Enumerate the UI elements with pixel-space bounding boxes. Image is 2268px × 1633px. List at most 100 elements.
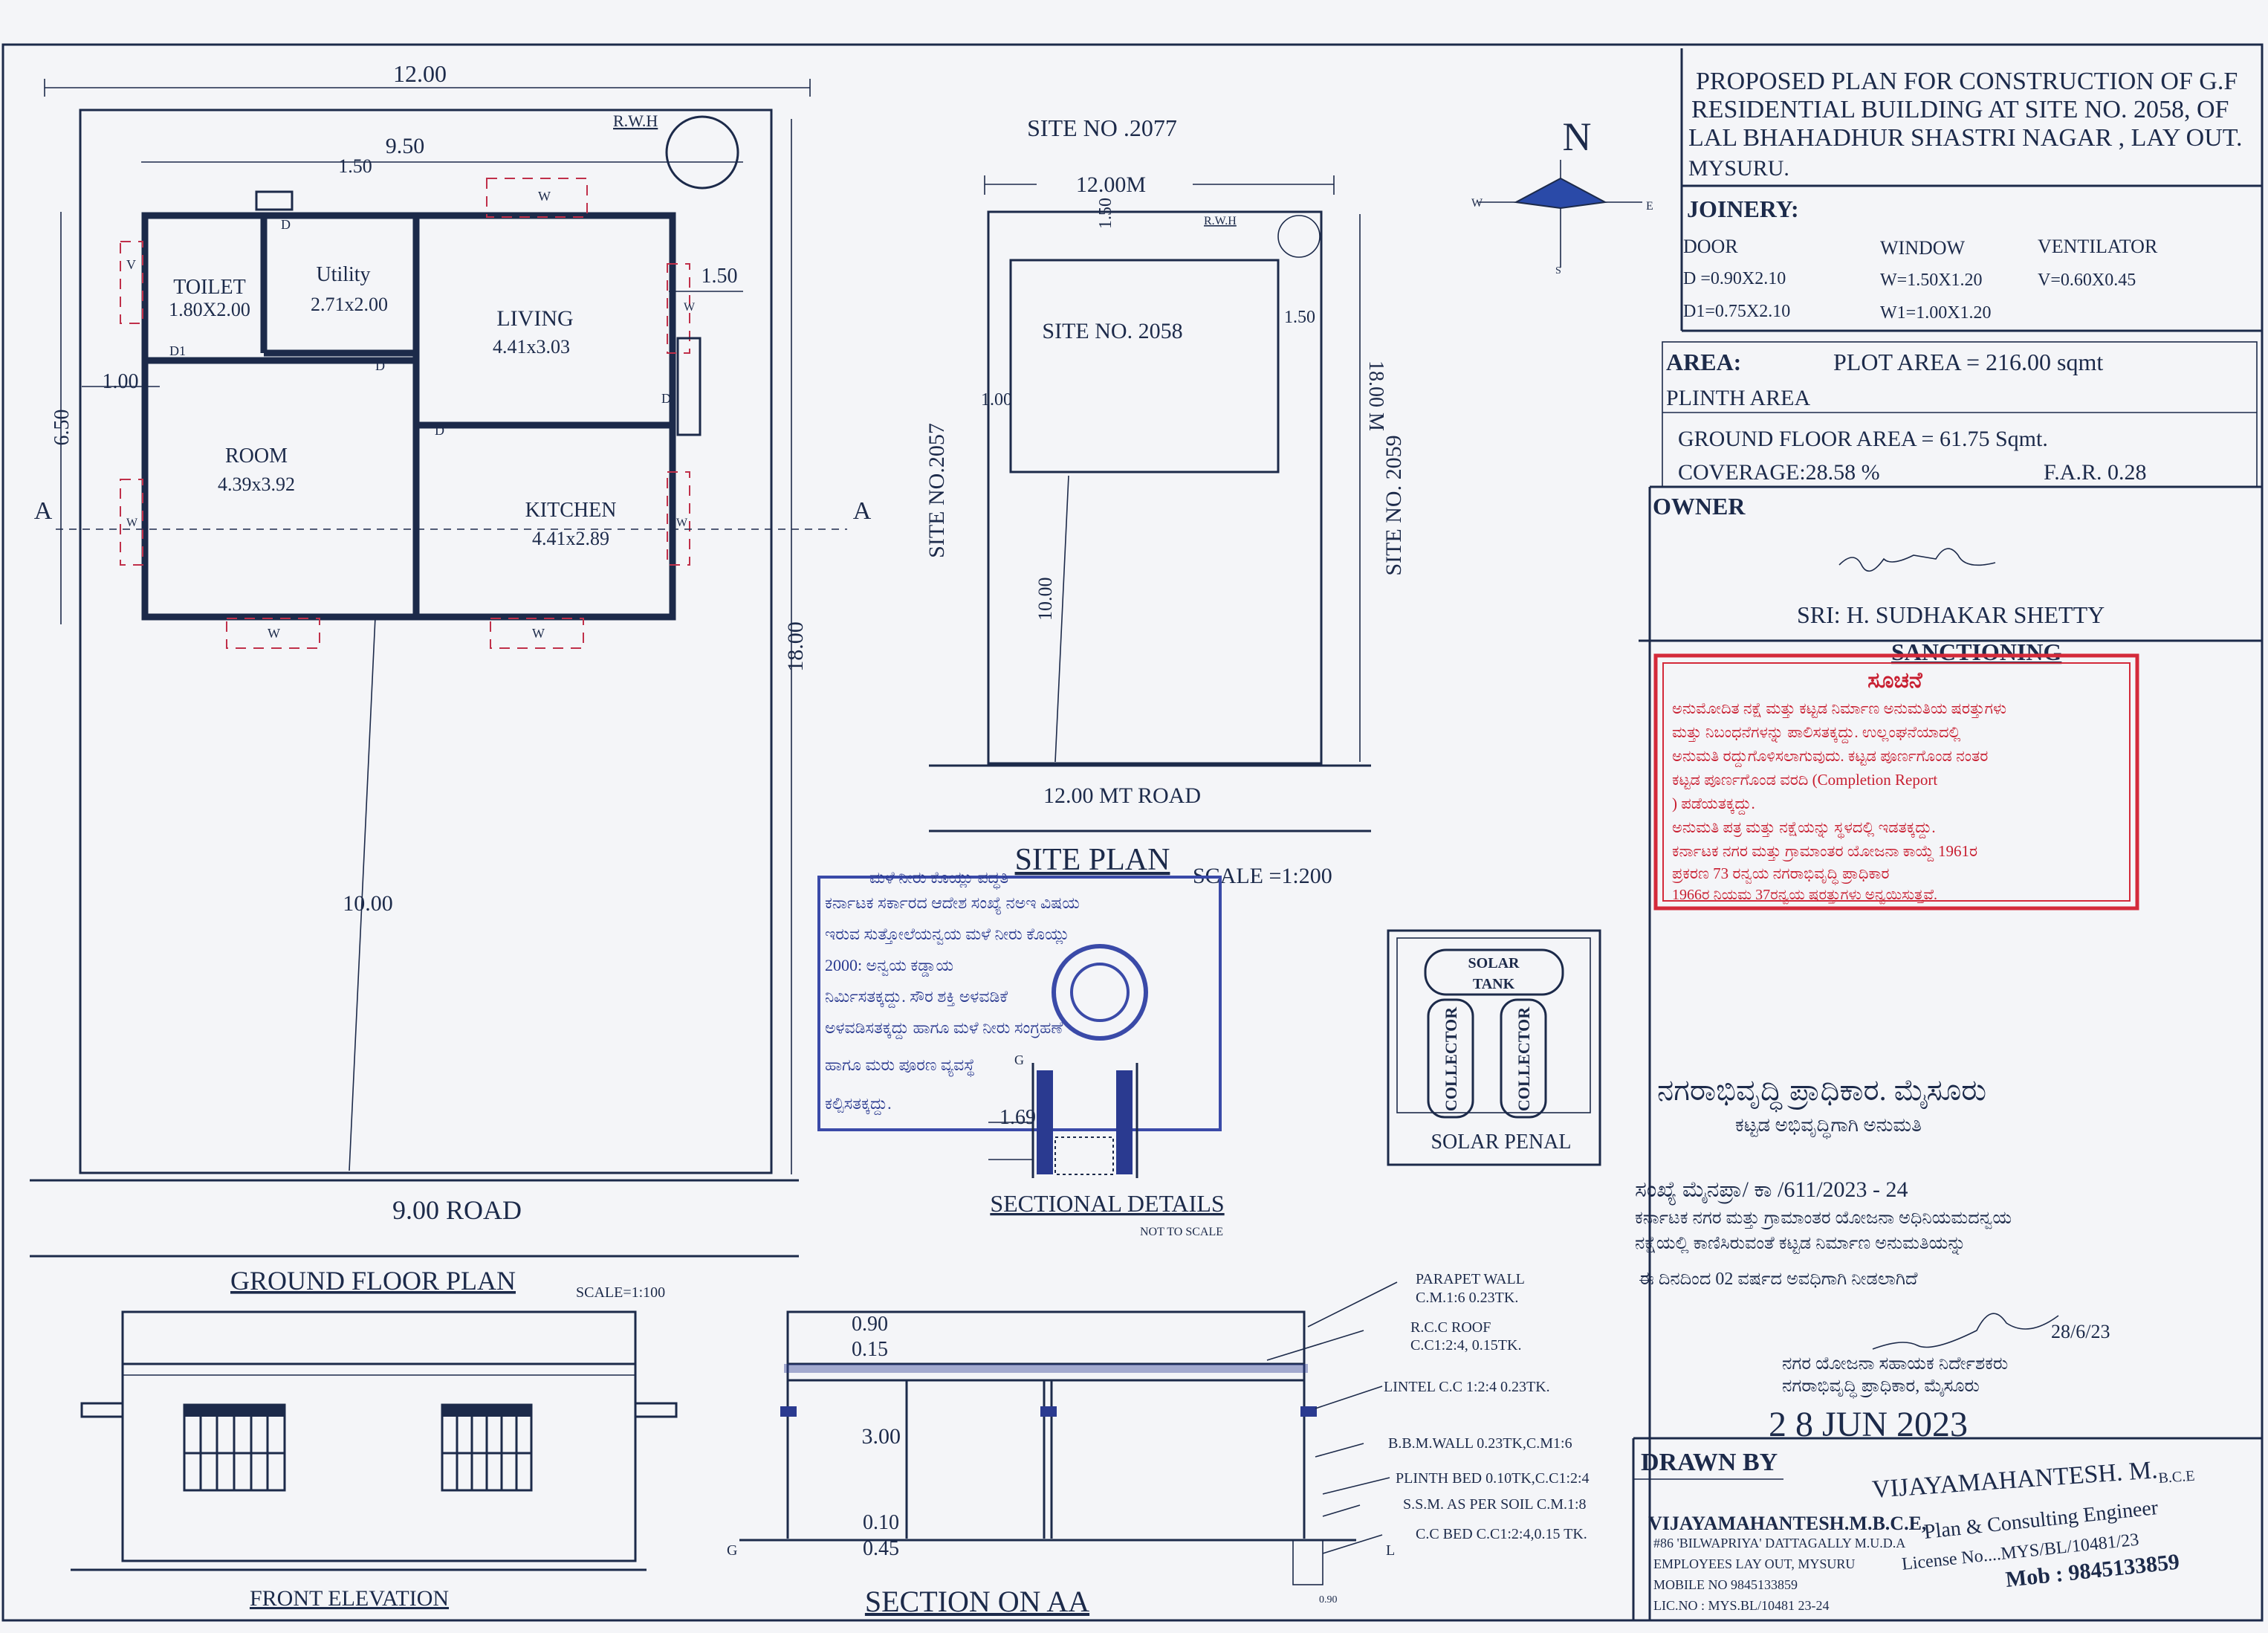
section-detail-dim: 1.69 [999, 1106, 1036, 1129]
solar-penal-label: SOLAR PENAL [1431, 1131, 1571, 1154]
sectional-details-title: SECTIONAL DETAILS [990, 1190, 1224, 1217]
gfp-dim-150-right: 1.50 [702, 265, 738, 288]
site-building-footprint [1009, 259, 1280, 473]
gfp-dim-100: 1.00 [103, 370, 139, 393]
drawn-by-block: DRAWN BY VIJAYAMAHANTESH.M.B.C.E, #86 'B… [1633, 1449, 2195, 1613]
ground-floor-area: GROUND FLOOR AREA = 61.75 Sqmt. [1678, 427, 2048, 451]
site-dim-1000: 10.00 [1034, 578, 1056, 621]
door-mark: D [435, 423, 444, 438]
proposal-line-4: MYSURU. [1688, 156, 1789, 181]
blue-stamp-bottom: ಮಳೆ ನೀರು ಕೊಯ್ಲು ಪದ್ಧತಿ [869, 868, 1008, 890]
gfp-road-label: 9.00 ROAD [392, 1195, 522, 1225]
room-room-size: 4.39x3.92 [218, 473, 295, 495]
red-stamp-line: ) ಪಡೆಯತಕ್ಕದ್ದು. [1672, 795, 1755, 814]
collector-label-2: COLLECTOR [1514, 1006, 1533, 1111]
vent-heading: VENTILATOR [2038, 236, 2158, 257]
site-dim-100: 1.00 [981, 390, 1012, 410]
section-mark-left: A [34, 497, 53, 525]
blue-stamp-line: ಕಲ್ಪಿಸತಕ್ಕದ್ದು. [825, 1094, 892, 1115]
room-kitchen-size: 4.41x2.89 [532, 528, 609, 549]
permission-label: ಕಟ್ಟಡ ಅಭಿವೃದ್ಧಿಗಾಗಿ ಅನುಮತಿ [1735, 1114, 1922, 1140]
plot-boundary [79, 109, 773, 1174]
officer-signature [1872, 1313, 2059, 1350]
sign-date: 28/6/23 [2051, 1321, 2110, 1342]
section-dim-045: 0.45 [863, 1537, 899, 1560]
section-mark-l: L [1386, 1542, 1395, 1559]
note-parapet-1: PARAPET WALL [1416, 1271, 1525, 1287]
ground-floor-plan: 12.00 9.50 1.50 6.50 1.00 18.00 10.00 1.… [30, 60, 872, 1301]
room-living-size: 4.41x3.03 [493, 336, 570, 358]
gfp-dim-150-top: 1.50 [338, 155, 372, 177]
gfp-scale: SCALE=1:100 [576, 1284, 665, 1301]
blue-stamp-line: ಹಾಗೂ ಮರು ಪೂರಣ ವ್ಯವಸ್ಥೆ [825, 1055, 975, 1078]
site-rwh-label: R.W.H [1204, 215, 1237, 227]
gfp-title: GROUND FLOOR PLAN [230, 1266, 516, 1296]
approval-line-3: ಈ ದಿನದಿಂದ 02 ವರ್ಷದ ಅವಧಿಗಾಗಿ ನೀಡಲಾಗಿದೆ [1639, 1270, 1917, 1289]
sanctioning-heading: SANCTIONING [1891, 638, 2061, 665]
collector-label-1: COLLECTOR [1442, 1006, 1460, 1111]
section-dim-090b: 0.90 [1319, 1594, 1338, 1605]
red-stamp-line: ಅನುಮೋದಿತ ನಕ್ಷೆ ಮತ್ತು ಕಟ್ಟಡ ನಿರ್ಮಾಣ ಅನುಮತ… [1672, 699, 2006, 718]
window-mark: W [684, 301, 696, 314]
far: F.A.R. 0.28 [2044, 460, 2146, 485]
window-2: W1=1.00X1.20 [1880, 303, 1992, 323]
section-dim-010: 0.10 [863, 1511, 899, 1534]
owner-heading: OWNER [1653, 493, 1746, 520]
joinery-heading: JOINERY: [1687, 195, 1799, 222]
window-mark: W [268, 626, 280, 641]
note-roof-1: R.C.C ROOF [1410, 1319, 1491, 1336]
red-notice-stamp: ಸೂಚನೆ ಅನುಮೋದಿತ ನಕ್ಷೆ ಮತ್ತು ಕಟ್ಟಡ ನಿರ್ಮಾಣ… [1653, 653, 2139, 911]
north-compass: N W E S [1471, 114, 1653, 277]
gfp-dim-1000: 10.00 [343, 891, 393, 916]
solar-tank-label: SOLAR [1468, 955, 1520, 971]
red-stamp-line: ಅನುಮತಿ ಪತ್ರ ಮತ್ತು ನಕ್ಷೆಯನ್ನು ಸ್ಥಳದಲ್ಲಿ ಇ… [1672, 818, 1936, 839]
note-wall: B.B.M.WALL 0.23TK,C.M1:6 [1388, 1435, 1572, 1452]
door-d1-mark: D1 [169, 343, 186, 358]
vent-1: V=0.60X0.45 [2038, 271, 2136, 290]
officer-title-1: ನಗರ ಯೋಜನಾ ಸಹಾಯಕ ನಿರ್ದೇಶಕರು [1782, 1354, 2008, 1374]
front-elevation: FRONT ELEVATION [71, 1310, 678, 1611]
red-stamp-line: ಮತ್ತು ನಿಬಂಧನೆಗಳನ್ನು ಪಾಲಿಸತಕ್ಕದ್ದು. ಉಲ್ಲಂ… [1672, 723, 1961, 743]
gfp-dim-950: 9.50 [386, 134, 425, 158]
vent-mark: V [126, 257, 136, 272]
site-dim-depth: 18.00 M [1364, 360, 1387, 431]
room-kitchen-label: KITCHEN [525, 499, 617, 522]
blue-stamp-line: 2000: ಅನ್ವಯ ಕಡ್ಡಾಯ [825, 956, 953, 977]
compass-w: W [1471, 197, 1483, 210]
window-mark: W [676, 517, 688, 529]
approval-line-2: ನಕ್ಷೆಯಲ್ಲಿ ಕಾಣಿಸಿರುವಂತೆ ಕಟ್ಟಡ ನಿರ್ಮಾಣ ಅನ… [1635, 1234, 1966, 1255]
compass-s: S [1555, 265, 1561, 277]
note-lintel: LINTEL C.C 1:2:4 0.23TK. [1384, 1379, 1550, 1395]
room-utility-size: 2.71x2.00 [311, 294, 388, 315]
approval-line-1: ಕರ್ನಾಟಕ ನಗರ ಮತ್ತು ಗ್ರಾಮಾಂತರ ಯೋಜನಾ ಅಧಿನಿಯ… [1635, 1209, 2012, 1229]
door-heading: DOOR [1683, 236, 1738, 257]
permit-number: ಸಂಖ್ಯೆ ಮೈನಪ್ರಾ/ ಕಾ /611/2023 - 24 [1635, 1177, 1908, 1206]
engineer-stamp-degree: B.C.E [2158, 1468, 2195, 1487]
site-dim-width: 12.00M [1076, 172, 1146, 197]
section-dim-300: 3.00 [862, 1424, 901, 1449]
engineer-stamp-name: VIJAYAMAHANTESH. M. [1871, 1456, 2159, 1504]
site-dim-150-a: 1.50 [1096, 198, 1115, 229]
drawn-by-license: LIC.NO : MYS.BL/10481 23-24 [1653, 1598, 1830, 1613]
red-stamp-line: ಅನುಮತಿ ರದ್ದುಗೊಳಿಸಲಾಗುವುದು. ಕಟ್ಟಡ ಪೂರ್ಣಗೊ… [1672, 747, 1988, 766]
door-2: D1=0.75X2.10 [1683, 302, 1790, 321]
authority-name: ನಗರಾಭಿವೃದ್ಧಿ ಪ್ರಾಧಿಕಾರ. ಮೈಸೂರು [1657, 1073, 1986, 1113]
section-aa: 0.90 0.15 3.00 0.10 0.45 0.90 G L SECTIO… [727, 1271, 1590, 1618]
section-detail-g: G [1014, 1052, 1024, 1067]
gfp-dim-1800: 18.00 [783, 621, 808, 672]
note-roof-2: C.C1:2:4, 0.15TK. [1410, 1337, 1521, 1354]
site-east-label: SITE NO. 2059 [1381, 435, 1406, 575]
site-road-label: 12.00 MT ROAD [1043, 783, 1201, 808]
door-1: D =0.90X2.10 [1683, 269, 1786, 288]
solar-tank-label-2: TANK [1473, 976, 1515, 992]
drawn-by-address-1: #86 'BILWAPRIYA' DATTAGALLY M.U.D.A [1653, 1536, 1905, 1550]
red-stamp-line: 1966ರ ನಿಯಮ 37ರನ್ವಯ ಷರತ್ತುಗಳು ಅನ್ವಯಿಸುತ್ತ… [1672, 887, 1937, 905]
note-parapet-2: C.M.1:6 0.23TK. [1416, 1290, 1518, 1306]
room-room-label: ROOM [225, 444, 288, 468]
gfp-rwh-label: R.W.H [613, 111, 658, 130]
solar-panel: SOLAR TANK COLLECTOR COLLECTOR SOLAR PEN… [1387, 929, 1601, 1166]
site-label: SITE NO. 2058 [1042, 319, 1182, 343]
building-outline [141, 212, 676, 621]
